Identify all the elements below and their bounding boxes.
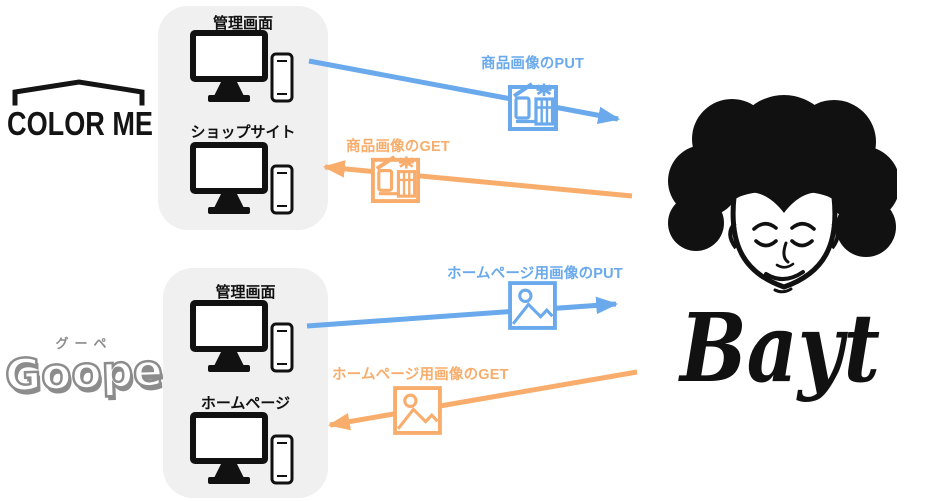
device-group-colorme-admin	[190, 30, 294, 103]
device-group-goope-homepage	[190, 412, 294, 485]
color-me-wordmark: COLOR ME	[7, 105, 153, 142]
roof-icon	[12, 79, 145, 106]
desktop-icon	[190, 300, 268, 372]
image-icon	[393, 386, 442, 435]
color-me-logo: COLOR ME	[7, 79, 153, 142]
arrow-homepage-get	[327, 369, 638, 431]
goope-panel: 管理画面 ホームページ	[163, 268, 328, 498]
flow-label-homepage-put: ホームページ用画像のPUT	[447, 266, 623, 282]
smartphone-icon	[270, 322, 294, 373]
goope-logo: グーペ Goope	[3, 333, 165, 403]
desktop-icon	[190, 30, 268, 102]
arrow-product-put	[308, 58, 621, 124]
screen-label-colorme-shop: ショップサイト	[190, 124, 296, 141]
screen-label-goope-admin: 管理画面	[215, 284, 276, 301]
arrow-homepage-put	[306, 296, 619, 329]
screen-label-goope-homepage: ホームページ	[200, 395, 291, 412]
image-icon	[508, 281, 557, 330]
desktop-icon	[190, 142, 268, 214]
store-icon	[508, 82, 558, 131]
device-group-goope-admin	[190, 300, 294, 373]
bayt-wordmark: Bayt	[678, 293, 880, 404]
color-me-panel: 管理画面 ショップサイト	[158, 6, 328, 230]
flow-label-product-get: 商品画像のGET	[346, 139, 450, 155]
device-group-colorme-shop	[190, 142, 294, 215]
goope-kana-label: グーペ	[55, 336, 113, 351]
bayt-face	[728, 183, 840, 294]
smartphone-icon	[270, 164, 294, 215]
flow-label-product-put: 商品画像のPUT	[481, 56, 585, 72]
smartphone-icon	[270, 52, 294, 103]
bayt-logo: Bayt	[668, 95, 897, 404]
flow-label-homepage-get: ホームページ用画像のGET	[332, 367, 509, 383]
smartphone-icon	[270, 434, 294, 485]
store-icon	[370, 155, 421, 204]
screen-label-colorme-admin: 管理画面	[212, 15, 273, 32]
desktop-icon	[190, 412, 268, 484]
